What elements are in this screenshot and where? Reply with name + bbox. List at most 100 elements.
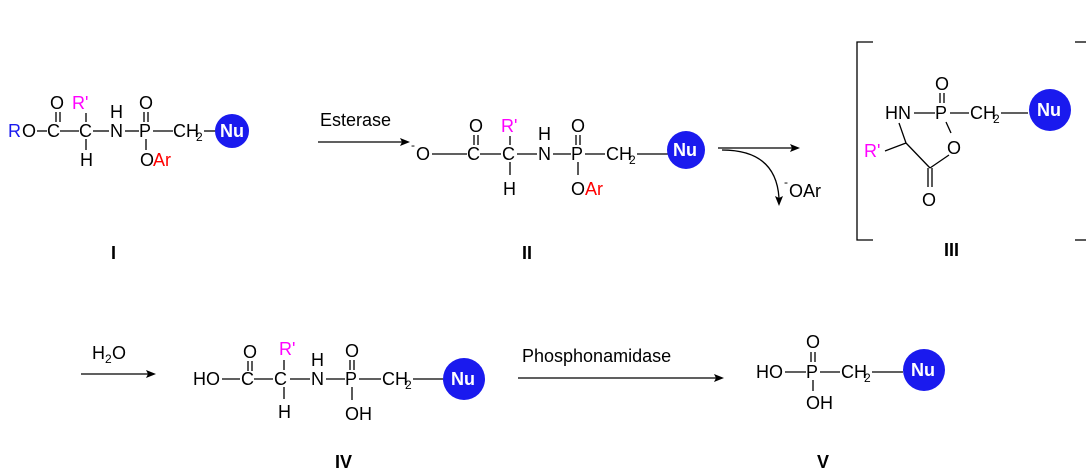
water-H: H	[92, 343, 105, 363]
aryloxy-oxygen: O	[571, 179, 585, 199]
methylene-subscript: 2	[629, 153, 636, 167]
compound-I: R O C O C R' H H N P O O Ar CH 2 Nu	[8, 93, 249, 170]
r-prime-label: R'	[279, 339, 295, 359]
nucleoside-label: Nu	[911, 360, 935, 380]
methylene: CH	[173, 121, 199, 141]
carbonyl-carbon: C	[467, 144, 480, 164]
curved-arrow-head	[775, 196, 783, 206]
bond	[884, 142, 907, 152]
arrow-head	[400, 138, 410, 146]
arrow-head	[714, 374, 724, 382]
phosphonic-hydroxyl: OH	[806, 393, 833, 413]
water-O: O	[112, 343, 126, 363]
phosphorus: P	[935, 103, 947, 123]
left-bracket	[856, 41, 873, 241]
compound-V: HO P O OH CH 2 Nu	[756, 332, 945, 413]
r-group-label: R	[8, 121, 21, 141]
phosphonamidase-label: Phosphonamidase	[522, 346, 671, 366]
amide-nitrogen: N	[538, 144, 551, 164]
aryl-label: Ar	[153, 150, 171, 170]
phosphorus: P	[806, 362, 818, 382]
label-V: V	[817, 452, 829, 471]
label-IV: IV	[335, 452, 352, 471]
phosphoryl-oxygen: O	[345, 341, 359, 361]
label-I: I	[111, 243, 116, 263]
amide-nitrogen: N	[311, 369, 324, 389]
carbonyl-carbon: C	[241, 369, 254, 389]
amide-nitrogen: N	[110, 121, 123, 141]
esterase-label: Esterase	[320, 110, 391, 130]
hydroxyl: HO	[756, 362, 783, 382]
nucleoside-circle	[215, 114, 249, 148]
methylene: CH	[606, 144, 632, 164]
arrow-head	[146, 370, 156, 378]
methylene-subscript: 2	[993, 112, 1000, 126]
ring-bond	[929, 154, 950, 169]
nucleoside-circle	[667, 131, 705, 169]
methylene-subscript: 2	[864, 371, 871, 385]
r-prime-label: R'	[501, 116, 517, 136]
r-prime-label: R'	[864, 141, 880, 161]
carbonyl-oxygen: O	[469, 116, 483, 136]
arrow-cyclization: - OAr	[718, 144, 821, 206]
arrow-esterase: Esterase	[318, 110, 410, 146]
methylene: CH	[382, 369, 408, 389]
water-subscript: 2	[105, 352, 112, 366]
phosphoryl-oxygen: O	[806, 332, 820, 352]
methylene-subscript: 2	[196, 130, 203, 144]
lactone-oxygen: O	[922, 190, 936, 210]
nucleoside-label: Nu	[220, 121, 244, 141]
nucleoside-label: Nu	[1037, 100, 1061, 120]
nucleoside-circle	[443, 358, 485, 400]
carbonyl-carbon: C	[47, 121, 60, 141]
amide-hydrogen: H	[311, 350, 324, 370]
ring-bond	[898, 122, 907, 144]
carboxylate-charge: -	[411, 138, 415, 152]
phosphoryl-oxygen: O	[935, 74, 949, 94]
alpha-hydrogen: H	[80, 150, 93, 170]
arrow-head	[790, 144, 800, 152]
carbonyl-oxygen: O	[50, 93, 64, 113]
ring-bond	[945, 121, 952, 134]
alpha-hydrogen: H	[278, 402, 291, 422]
ester-oxygen: O	[22, 121, 36, 141]
phosphorus: P	[345, 369, 357, 389]
curved-arrow	[721, 149, 780, 199]
ring-bond	[905, 142, 931, 169]
compound-II: - O C O C R' H H N P O O Ar CH 2 Nu	[411, 116, 705, 199]
r-prime-label: R'	[72, 93, 88, 113]
amide-hydrogen: H	[538, 124, 551, 144]
alpha-carbon: C	[274, 369, 287, 389]
nucleoside-label: Nu	[673, 140, 697, 160]
aryloxy-oxygen: O	[140, 150, 154, 170]
arrow-phosphonamidase: Phosphonamidase	[518, 346, 724, 382]
alpha-hydrogen: H	[503, 179, 516, 199]
phosphoryl-oxygen: O	[139, 93, 153, 113]
phosphonic-hydroxyl: OH	[345, 404, 372, 424]
methylene: CH	[841, 362, 867, 382]
label-II: II	[522, 243, 532, 263]
phosphoryl-oxygen: O	[571, 116, 585, 136]
ring-nitrogen: HN	[885, 103, 911, 123]
label-III: III	[944, 240, 959, 260]
arrow-hydrolysis: H 2 O	[81, 343, 156, 378]
ring-oxygen: O	[947, 138, 961, 158]
nucleoside-circle	[903, 349, 945, 391]
nucleoside-label: Nu	[451, 369, 475, 389]
hydroxyl: HO	[193, 369, 220, 389]
alpha-carbon: C	[79, 121, 92, 141]
aryloxide-charge: -	[784, 175, 788, 189]
phosphorus: P	[139, 121, 151, 141]
nucleoside-circle	[1029, 89, 1071, 131]
phosphorus: P	[571, 144, 583, 164]
compound-IV: HO C O C R' H H N P O OH CH 2 Nu	[193, 339, 485, 424]
alpha-carbon: C	[502, 144, 515, 164]
methylene: CH	[970, 103, 996, 123]
amide-hydrogen: H	[110, 102, 123, 122]
methylene-subscript: 2	[405, 378, 412, 392]
carboxylate-oxygen: O	[416, 144, 430, 164]
aryloxide-label: OAr	[789, 181, 821, 201]
compound-III: HN P O CH 2 Nu O R' O	[856, 41, 1086, 241]
aryl-label: Ar	[585, 179, 603, 199]
